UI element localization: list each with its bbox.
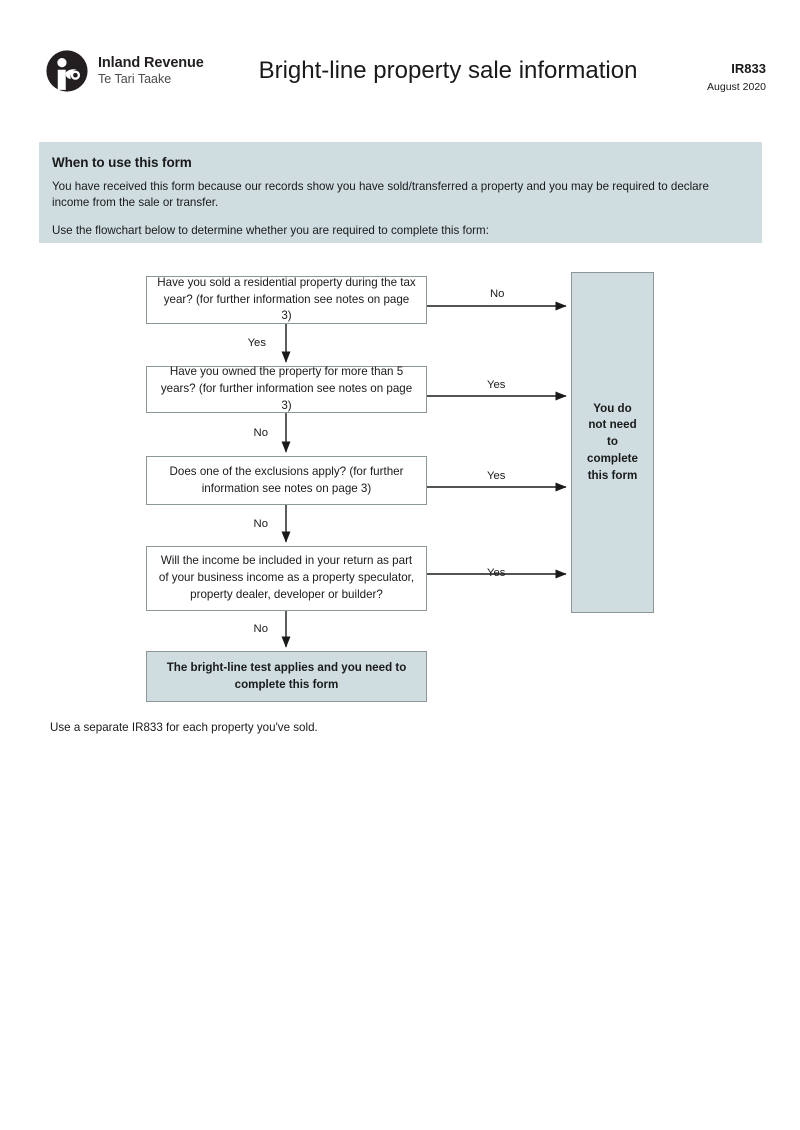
info-panel-heading: When to use this form	[52, 155, 192, 170]
edge-label-q3-yes: Yes	[487, 470, 506, 482]
edge-label-q4-yes: Yes	[487, 567, 506, 579]
flowchart-node-result-text: The bright-line test applies and you nee…	[166, 660, 407, 691]
logo-title: Inland Revenue	[98, 54, 204, 71]
edge-label-q3-no: No	[253, 518, 268, 530]
flowchart-node-exit: You do not need to complete this form	[571, 272, 654, 613]
flowchart-node-question-2: Have you owned the property for more tha…	[146, 365, 427, 413]
flowchart-node-q3-text: Does one of the exclusions apply? (for f…	[169, 464, 404, 495]
edge-label-q4-no: No	[253, 623, 268, 635]
page-title: Bright-line property sale information	[258, 57, 638, 84]
info-panel-paragraph-1: You have received this form because our …	[52, 180, 709, 210]
flowchart-node-result: The bright-line test applies and you nee…	[146, 651, 427, 702]
edge-label-q1-yes: Yes	[247, 337, 266, 349]
flowchart-node-q2-text: Have you owned the property for more tha…	[160, 365, 413, 412]
flowchart-node-question-3: Does one of the exclusions apply? (for f…	[146, 456, 427, 505]
edge-label-q2-no: No	[253, 427, 268, 439]
form-code: IR833	[731, 61, 766, 76]
form-identifier: IR833 August 2020	[707, 60, 766, 94]
edge-label-q2-yes: Yes	[487, 379, 506, 391]
document-header: Inland Revenue Te Tari Taake Bright-line…	[0, 0, 800, 140]
logo-subtitle: Te Tari Taake	[98, 71, 172, 86]
footer-note: Use a separate IR833 for each property y…	[50, 721, 318, 734]
flowchart-node-q1-text: Have you sold a residential property dur…	[157, 275, 416, 323]
inland-revenue-koru-logo-icon	[46, 50, 88, 92]
form-revision-date: August 2020	[707, 80, 766, 93]
flowchart-node-question-4: Will the income be included in your retu…	[146, 546, 427, 611]
flowchart-node-q4-text: Will the income be included in your retu…	[158, 554, 415, 601]
edge-label-q1-no: No	[490, 288, 505, 300]
inland-revenue-logo: Inland Revenue Te Tari Taake	[46, 50, 204, 92]
when-to-use-this-form-panel: When to use this form You have received …	[39, 142, 762, 243]
flowchart-node-exit-text: You do not need to complete this form	[587, 401, 638, 482]
info-panel-paragraph-2: Use the flowchart below to determine whe…	[52, 223, 489, 237]
logo-wordmark: Inland Revenue Te Tari Taake	[98, 54, 204, 86]
flowchart-node-question-1: Have you sold a residential property dur…	[146, 276, 427, 324]
